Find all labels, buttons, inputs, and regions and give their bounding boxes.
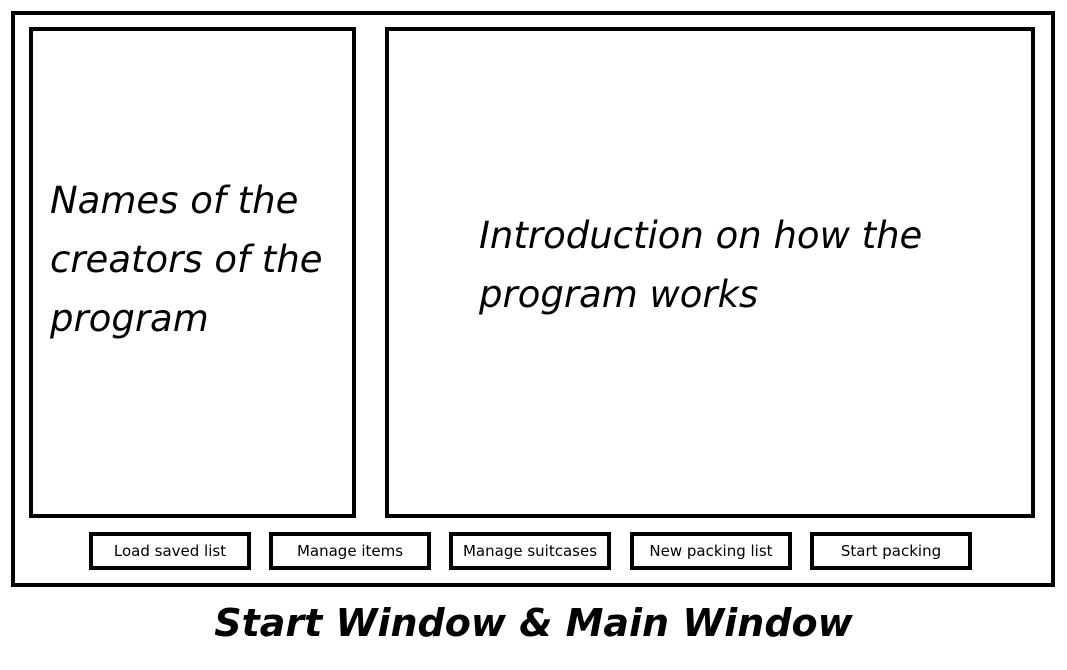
manage-suitcases-button[interactable]: Manage suitcases (449, 532, 611, 570)
load-saved-list-button[interactable]: Load saved list (89, 532, 251, 570)
creators-panel-text: Names of the creators of the program (50, 179, 323, 340)
start-packing-button[interactable]: Start packing (810, 532, 972, 570)
diagram-caption: Start Window & Main Window (214, 601, 853, 645)
new-packing-list-button[interactable]: New packing list (630, 532, 792, 570)
main-window-frame (11, 11, 1055, 587)
creators-panel: Names of the creators of the program (29, 27, 356, 518)
introduction-panel-text: Introduction on how the program works (479, 214, 923, 316)
manage-items-button[interactable]: Manage items (269, 532, 431, 570)
introduction-panel: Introduction on how the program works (385, 27, 1035, 518)
